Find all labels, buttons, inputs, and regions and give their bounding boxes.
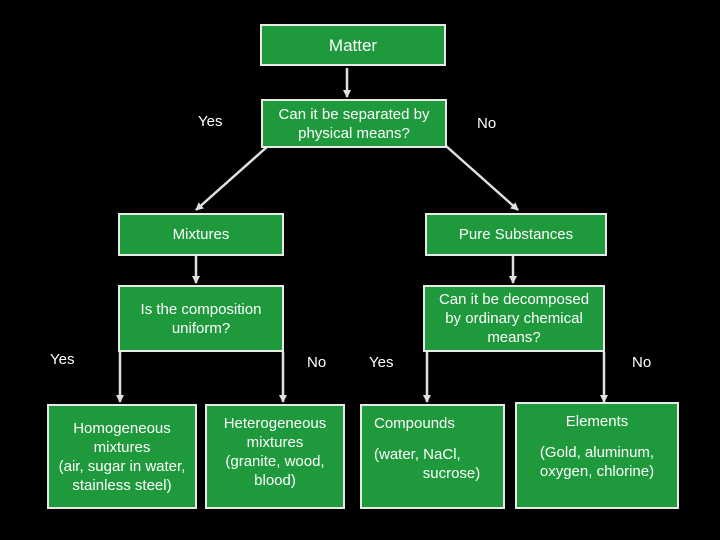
node-mixtures: Mixtures (118, 213, 284, 256)
node-elements-line-2: (Gold, aluminum, (539, 444, 655, 461)
label-no-uniform: No (307, 354, 327, 371)
node-homogeneous-line-2: mixtures (93, 438, 151, 456)
node-heterogeneous-mixtures: Heterogeneous mixtures (granite, wood, b… (205, 404, 345, 509)
node-heterogeneous-line-1: Heterogeneous (223, 415, 327, 432)
node-homogeneous-mixtures: Homogeneous mixtures (air, sugar in wate… (47, 404, 197, 509)
node-uniform-question: Is the composition uniform? (118, 285, 284, 352)
node-homogeneous-line-3: (air, sugar in water, (58, 457, 186, 475)
arrow-no-to-pure-substances (445, 145, 519, 211)
node-decompose-question-line-1: Can it be decomposed (438, 291, 590, 308)
node-matter: Matter (260, 24, 446, 66)
node-elements: Elements (Gold, aluminum, oxygen, chlori… (515, 402, 679, 509)
node-compounds: Compounds (water, NaCl, sucrose) (360, 404, 505, 509)
label-no-decompose: No (632, 354, 652, 371)
node-separated-question: Can it be separated by physical means? (261, 99, 447, 148)
node-elements-line-1: Elements (565, 413, 629, 430)
node-heterogeneous-line-4: blood) (254, 472, 296, 489)
node-compounds-line-2: (water, NaCl, (374, 446, 461, 463)
node-elements-line-3: oxygen, chlorine) (539, 463, 655, 480)
node-pure-substances: Pure Substances (425, 213, 607, 256)
node-heterogeneous-line-2: mixtures (246, 434, 304, 451)
node-matter-label: Matter (328, 35, 378, 55)
label-yes-separated: Yes (198, 113, 223, 130)
node-heterogeneous-line-3: (granite, wood, (225, 453, 325, 470)
node-uniform-question-line-2: uniform? (171, 319, 231, 337)
node-decompose-question: Can it be decomposed by ordinary chemica… (423, 285, 605, 352)
node-compounds-line-1: Compounds (374, 415, 455, 432)
node-separated-question-line-2: physical means? (298, 124, 410, 142)
label-no-separated: No (477, 115, 497, 132)
node-uniform-question-line-1: Is the composition (140, 300, 262, 318)
label-yes-uniform: Yes (50, 351, 75, 368)
node-mixtures-label: Mixtures (172, 226, 230, 243)
node-compounds-line-3: sucrose) (422, 465, 481, 482)
label-yes-decompose: Yes (369, 354, 394, 371)
node-decompose-question-line-2: by ordinary chemical (445, 310, 583, 327)
node-homogeneous-line-1: Homogeneous (73, 419, 171, 437)
node-homogeneous-line-4: stainless steel) (72, 476, 172, 494)
node-pure-substances-label: Pure Substances (458, 226, 574, 243)
node-decompose-question-line-3: means? (487, 329, 541, 346)
node-separated-question-line-1: Can it be separated by (278, 105, 430, 123)
arrow-yes-to-mixtures (195, 145, 269, 211)
